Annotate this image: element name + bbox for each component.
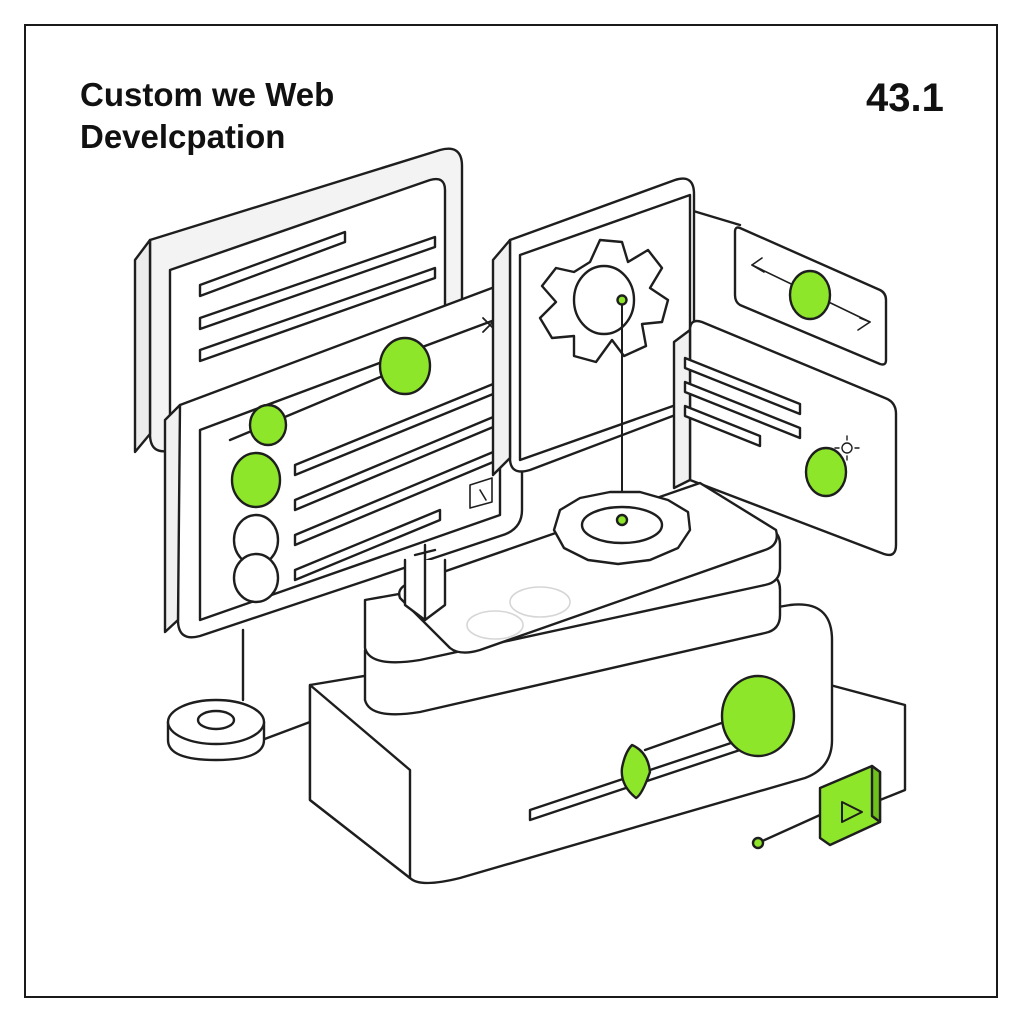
base-slider-knob-large[interactable] [720, 674, 796, 758]
sun-icon [834, 435, 860, 461]
base-slider-knob-small[interactable] [620, 743, 652, 800]
settings-card [672, 319, 898, 557]
option-circle-2[interactable] [232, 552, 280, 604]
play-icon [841, 801, 863, 823]
slider-knob-left[interactable] [248, 403, 288, 447]
play-button[interactable] [818, 764, 882, 847]
gear-icon [538, 238, 670, 364]
flat-gear [552, 490, 692, 566]
page-title: Custom we Web Develcpation [80, 74, 334, 158]
arrows-card [733, 226, 888, 366]
faint-gears [466, 586, 571, 640]
arrows-card-knob[interactable] [788, 269, 832, 321]
cursor-icon [469, 477, 493, 509]
settings-card-knob[interactable] [804, 446, 848, 498]
slider-knob-top[interactable] [378, 336, 432, 396]
version-number: 43.1 [866, 76, 944, 120]
option-circle-active[interactable] [230, 451, 282, 509]
endpoint-dot [751, 836, 765, 850]
disc-node [166, 698, 266, 762]
gear-panel [491, 177, 696, 521]
main-left-panel [163, 282, 524, 639]
base-slider [620, 674, 796, 800]
support-posts [403, 543, 447, 622]
title-line-2: Develcpation [80, 118, 286, 155]
title-line-1: Custom we Web [80, 76, 335, 113]
connector-lines [241, 208, 907, 845]
